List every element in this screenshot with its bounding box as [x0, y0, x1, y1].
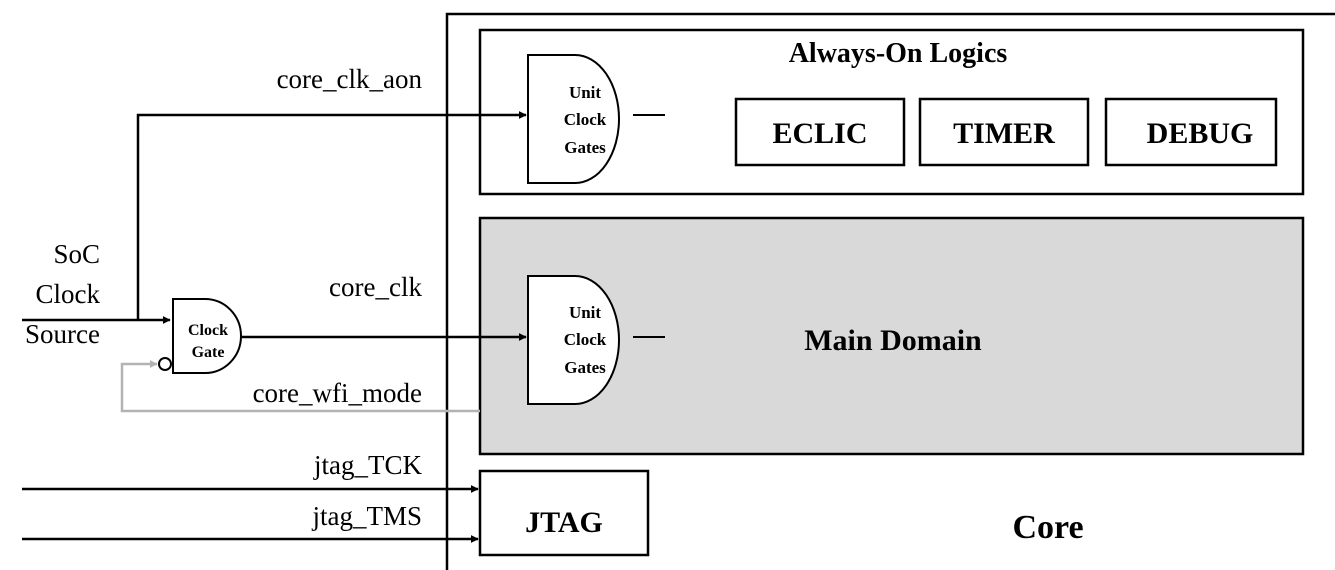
core-wfi-mode-label: core_wfi_mode: [253, 378, 422, 408]
core-wfi-mode-wire: [120, 360, 480, 413]
aon-unit-clock-gates: [527, 54, 620, 184]
jtag-tms-label: jtag_TMS: [311, 501, 422, 531]
clock-gate-inverter-bubble: [158, 357, 172, 371]
jtag-block: [478, 469, 650, 557]
main-unit-clock-gates: [527, 275, 620, 405]
eclic-block: [734, 97, 906, 167]
core-boundary: [445, 12, 1335, 570]
soc-clock-source-line1: SoC: [53, 239, 100, 269]
always-on-title: Always-On Logics: [789, 38, 1008, 69]
eclic-label: ECLIC: [772, 117, 867, 150]
debug-block: [1104, 97, 1278, 167]
aon-ucg-line1: Unit: [569, 83, 601, 102]
soc-clock-source-line3: Source: [25, 319, 100, 349]
clock-gate-line2: Gate: [192, 344, 225, 361]
main-ucg-line3: Gates: [564, 358, 606, 377]
timer-block: [918, 97, 1090, 167]
main-ucg-line2: Clock: [564, 330, 607, 349]
core-clk-label: core_clk: [329, 272, 422, 302]
clock-gate: [172, 298, 242, 374]
aon-ucg-line2: Clock: [564, 110, 607, 129]
core-label: Core: [1012, 509, 1083, 546]
jtag-tck-label: jtag_TCK: [313, 450, 422, 480]
core-clk-aon-wire: [136, 111, 527, 320]
main-ucg-line1: Unit: [569, 303, 601, 322]
clock-gate-line1: Clock: [188, 322, 228, 339]
debug-label: DEBUG: [1147, 117, 1254, 150]
main-domain-title: Main Domain: [804, 324, 982, 357]
jtag-label: JTAG: [525, 506, 603, 539]
aon-ucg-line3: Gates: [564, 138, 606, 157]
soc-clock-source-line2: Clock: [36, 279, 101, 309]
core-clk-aon-label: core_clk_aon: [277, 64, 423, 94]
timer-label: TIMER: [953, 117, 1055, 150]
